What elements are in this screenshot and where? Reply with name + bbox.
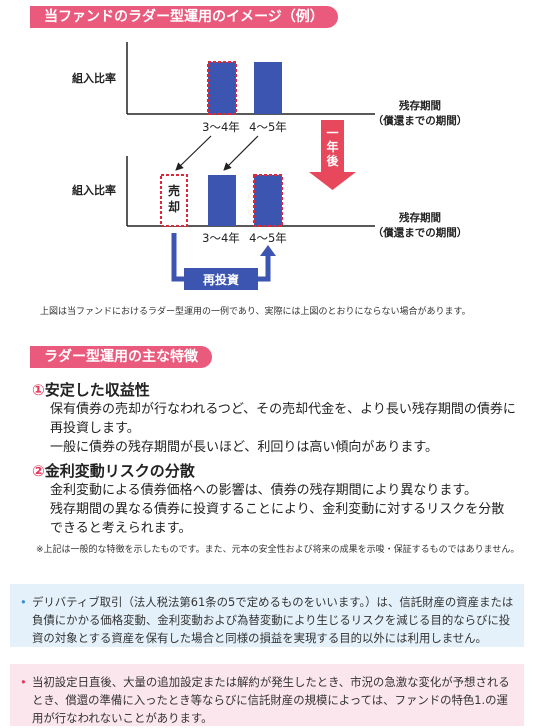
one-year-later-arrow	[309, 120, 356, 190]
top-y-label: 組入比率	[72, 71, 116, 85]
one-year-later-char-1: 一	[326, 126, 338, 140]
top-bar-3-4	[208, 62, 236, 114]
top-x-label-line2: （償還までの期間）	[373, 114, 468, 127]
feature-1-line-3: 一般に債券の残存期間が長いほど、利回りは高い傾向があります。	[50, 440, 439, 455]
reinvest-arrow-head	[260, 245, 276, 256]
bottom-tick-3-4: 3～4年	[202, 231, 240, 245]
bottom-y-label: 組入比率	[72, 183, 116, 197]
arrow-to-shift	[223, 135, 259, 171]
bottom-bar-4-5	[254, 175, 282, 226]
feature-1-body: 保有債券の売却が行なわれるつど、その売却代金を、より長い残存期間の債券に 再投資…	[50, 400, 520, 457]
ladder-diagram: 組入比率 残存期間 （償還までの期間） 3～4年 4～5年 一 年 後 組入比率…	[72, 42, 468, 290]
derivatives-note-bullet: •	[20, 595, 27, 609]
bottom-x-label-line2: （償還までの期間）	[373, 226, 468, 239]
operation-note-bullet: •	[20, 675, 27, 689]
section-title-ladder-image: 当ファンドのラダー型運用のイメージ（例）	[30, 6, 338, 28]
feature-1-number: ①	[32, 381, 45, 399]
feature-2-number: ②	[32, 462, 45, 480]
operation-note-text: 当初設定日直後、大量の追加設定または解約が発生したとき、市況の急激な変化が予想さ…	[32, 675, 510, 725]
one-year-later-char-3: 後	[326, 153, 339, 168]
feature-2-title: 金利変動リスクの分散	[44, 462, 195, 480]
feature-2-heading: ②金利変動リスクの分散	[32, 460, 195, 481]
top-tick-4-5: 4～5年	[249, 120, 287, 134]
feature-1-heading: ①安定した収益性	[32, 379, 150, 400]
arrow-to-sell	[175, 135, 212, 171]
bottom-bar-4-5-dashed-border	[253, 174, 283, 227]
derivatives-note-text: デリバティブ取引（法人税法第61条の5で定めるものをいいます。）は、信託財産の資…	[32, 595, 514, 645]
top-x-label-line1: 残存期間	[399, 99, 441, 112]
section-title-features: ラダー型運用の主な特徴	[30, 346, 212, 368]
features-note: ※上記は一般的な特徴を示したものです。また、元本の安全性および将来の成果を示唆・…	[36, 545, 520, 555]
top-bar-4-5	[254, 62, 282, 114]
sell-label-char-1: 売	[168, 183, 180, 198]
reinvest-label: 再投資	[203, 272, 239, 287]
operation-note-box: • 当初設定日直後、大量の追加設定または解約が発生したとき、市況の急激な変化が予…	[10, 664, 524, 726]
feature-2-body: 金利変動による債券価格への影響は、債券の残存期間により異なります。 残存期間の異…	[50, 481, 520, 538]
feature-1-line-1: 保有債券の売却が行なわれるつど、その売却代金を、より長い残存期間の債券に	[50, 402, 516, 417]
derivatives-note-box: • デリバティブ取引（法人税法第61条の5で定めるものをいいます。）は、信託財産…	[10, 584, 524, 647]
diagram-note: 上図は当ファンドにおけるラダー型運用の一例であり、実際には上図のとおりにならない…	[40, 307, 471, 317]
top-tick-3-4: 3～4年	[202, 120, 240, 134]
sell-label-char-2: 却	[168, 199, 180, 214]
one-year-later-char-2: 年	[326, 139, 338, 154]
feature-2-line-3: できると考えられます。	[50, 521, 192, 536]
sold-bond-dashed	[160, 174, 188, 227]
reinvest-box	[184, 268, 258, 290]
feature-2-line-2: 残存期間の異なる債券に投資することにより、金利変動に対するリスクを分散	[50, 502, 505, 517]
bottom-bar-3-4	[208, 175, 236, 226]
bottom-x-label-line1: 残存期間	[399, 211, 441, 224]
feature-1-title: 安定した収益性	[44, 381, 150, 399]
bottom-tick-4-5: 4～5年	[249, 231, 287, 245]
feature-2-line-1: 金利変動による債券価格への影響は、債券の残存期間により異なります。	[50, 483, 478, 498]
feature-1-line-2: 再投資します。	[50, 421, 140, 436]
